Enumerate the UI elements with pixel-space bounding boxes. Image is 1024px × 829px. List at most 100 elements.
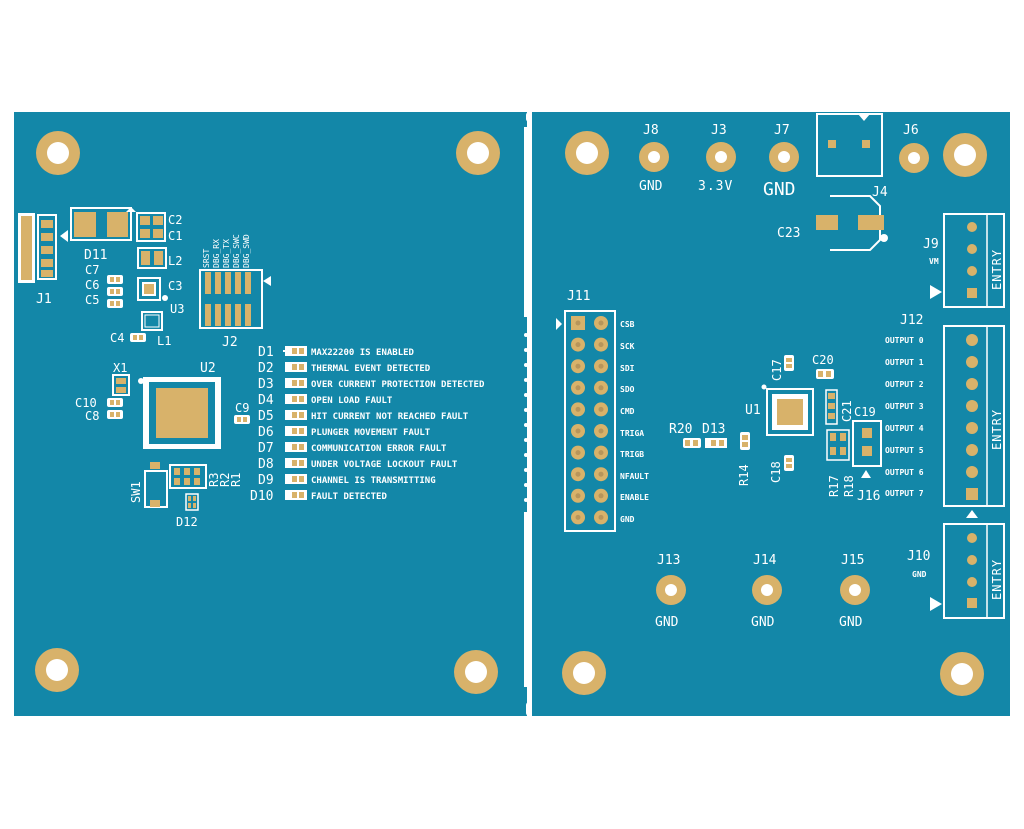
led-ref: D7 xyxy=(258,441,274,456)
j11-pin-hole xyxy=(598,428,604,434)
output-label: OUTPUT 1 xyxy=(885,358,924,367)
led-label: HIT CURRENT NOT REACHED FAULT xyxy=(311,412,469,422)
j9-entry-label: ENTRY xyxy=(990,249,1004,290)
led-status-list: D1 MAX22200 IS ENABLED D2 THERMAL EVENT … xyxy=(250,345,485,504)
led-ref: D2 xyxy=(258,361,274,376)
j1-connector-footprint xyxy=(18,213,68,283)
left-board-panel xyxy=(14,112,527,716)
c7-label: C7 xyxy=(85,263,99,277)
led-ref: D9 xyxy=(258,473,274,488)
c1-c2-footprint xyxy=(136,212,166,242)
j11-pin-hole xyxy=(575,363,581,369)
j11-pin-hole xyxy=(598,493,604,499)
j11-pin-hole xyxy=(598,363,604,369)
j14-gnd-label: GND xyxy=(751,615,775,630)
c21-footprint xyxy=(825,389,838,425)
j4-label: J4 xyxy=(872,185,888,200)
j16-label: J16 xyxy=(857,489,880,504)
j11-pin-hole xyxy=(575,514,581,520)
j10-gnd-label: GND xyxy=(912,570,927,579)
sw1-footprint xyxy=(144,462,168,508)
r17-label: R17 xyxy=(827,475,841,497)
l1-footprint xyxy=(141,311,163,331)
j3-label: J3 xyxy=(711,123,727,138)
d13-label: D13 xyxy=(702,422,725,437)
l1-label: L1 xyxy=(157,334,171,348)
j11-signal: CSB xyxy=(620,320,635,329)
j12-entry-label: ENTRY xyxy=(990,409,1004,450)
j9-label: J9 xyxy=(923,237,939,252)
r14-label: R14 xyxy=(737,464,751,486)
led-ref: D8 xyxy=(258,457,274,472)
mounting-holes xyxy=(35,131,987,696)
r20-label: R20 xyxy=(669,422,692,437)
c9-footprint xyxy=(234,415,250,424)
l2-label: L2 xyxy=(168,254,182,268)
j7-gnd-label: GND xyxy=(763,179,796,200)
j11-signal: SDO xyxy=(620,385,635,394)
c8-label: C8 xyxy=(85,409,99,423)
j15-gnd-label: GND xyxy=(839,615,863,630)
j11-pin-hole xyxy=(598,471,604,477)
c10-label: C10 xyxy=(75,396,97,410)
j13-gnd-label: GND xyxy=(655,615,679,630)
j11-signal-labels: CSB SCK SDI SDO CMD TRIGA TRIGB NFAULT E… xyxy=(620,320,649,524)
j11-signal: CMD xyxy=(620,407,635,416)
led-label: MAX22200 IS ENABLED xyxy=(311,348,415,358)
u1-label: U1 xyxy=(745,403,761,418)
c23-footprint xyxy=(816,195,888,251)
u2-qfp-footprint xyxy=(138,377,221,449)
j11-pin-hole xyxy=(575,428,581,434)
output-label: OUTPUT 0 xyxy=(885,336,924,345)
j2-pin-srst: SRST xyxy=(202,249,211,268)
j2-pin-dbg-swc: DBG_SWC xyxy=(232,234,241,268)
j2-pin-dbg-swd: DBG_SWD xyxy=(242,234,251,268)
led-ref: D5 xyxy=(258,409,274,424)
led-ref: D10 xyxy=(250,489,273,504)
c18-footprint xyxy=(784,455,794,471)
x1-label: X1 xyxy=(113,361,127,375)
led-label: CHANNEL IS TRANSMITTING xyxy=(311,476,436,486)
j10-terminal-block xyxy=(930,523,1005,619)
j11-pin-hole xyxy=(575,471,581,477)
c19-label: C19 xyxy=(854,405,876,419)
d12-label: D12 xyxy=(176,515,198,529)
c1-label: C1 xyxy=(168,229,182,243)
j14-label: J14 xyxy=(753,553,777,568)
led-label: COMMUNICATION ERROR FAULT xyxy=(311,444,447,454)
breakaway-perforation xyxy=(524,112,532,716)
led-label: PLUNGER MOVEMENT FAULT xyxy=(311,428,431,438)
led-ref: D4 xyxy=(258,393,274,408)
j16-footprint xyxy=(852,420,882,478)
output-label: OUTPUT 3 xyxy=(885,402,924,411)
u3-footprint xyxy=(137,277,161,301)
bottom-test-points xyxy=(656,575,870,605)
c5-label: C5 xyxy=(85,293,99,307)
led-ref: D1 xyxy=(258,345,274,360)
j8-label: J8 xyxy=(643,123,659,138)
j2-pin-labels: SRST DBG_RX DBG_TX DBG_SWC DBG_SWD xyxy=(202,234,251,268)
j8-gnd-label: GND xyxy=(639,179,663,194)
j11-pin-hole xyxy=(598,385,604,391)
j11-pin-hole xyxy=(575,450,581,456)
c4-label: C4 xyxy=(110,331,124,345)
j11-label: J11 xyxy=(567,289,590,304)
output-label: OUTPUT 4 xyxy=(885,424,924,433)
output-label: OUTPUT 2 xyxy=(885,380,924,389)
j11-pin-hole xyxy=(598,320,604,326)
j10-entry-label: ENTRY xyxy=(990,559,1004,600)
c17-label: C17 xyxy=(770,359,784,381)
led-label: OVER CURRENT PROTECTION DETECTED xyxy=(311,380,485,390)
j11-pin-hole xyxy=(598,342,604,348)
c2-label: C2 xyxy=(168,213,182,227)
j11-pin-hole xyxy=(598,406,604,412)
j11-signal: SCK xyxy=(620,342,635,351)
c20-footprint xyxy=(816,369,834,379)
r17-r18-footprints xyxy=(826,429,850,461)
c18-label: C18 xyxy=(769,461,783,483)
led-ref: D6 xyxy=(258,425,274,440)
u3-label: U3 xyxy=(170,302,184,316)
j7-label: J7 xyxy=(774,123,790,138)
d11-footprint xyxy=(70,207,136,241)
